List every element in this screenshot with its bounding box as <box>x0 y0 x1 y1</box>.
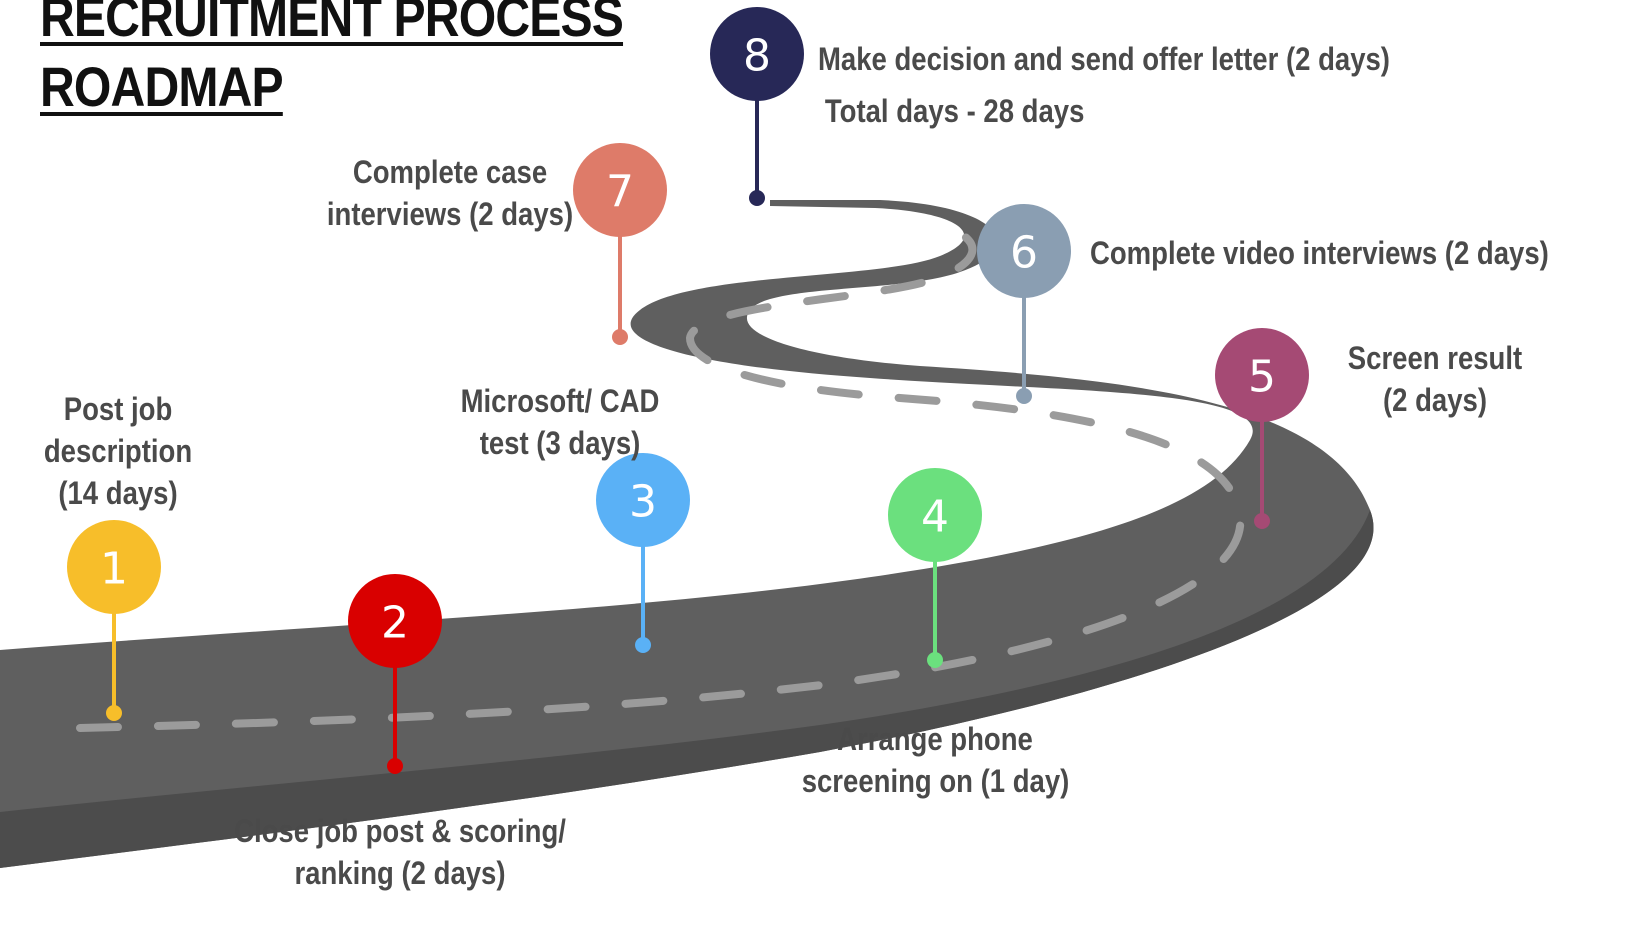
step-2-circle <box>348 574 442 668</box>
step-3-label: Microsoft/ CAD test (3 days) <box>440 380 681 464</box>
step-7-circle <box>573 143 667 237</box>
step-8-label: Make decision and send offer letter (2 d… <box>818 33 1390 137</box>
step-8-total-days: Total days - 28 days <box>824 93 1085 129</box>
step-6-number: 6 <box>1010 228 1038 279</box>
step-1-pin-dot <box>106 705 122 721</box>
step-1-label: Post job description (14 days) <box>23 388 212 514</box>
step-1-number: 1 <box>100 544 128 595</box>
step-6-pin-dot <box>1016 388 1032 404</box>
step-5-circle <box>1215 328 1309 422</box>
step-5-pin-dot <box>1254 513 1270 529</box>
step-3-pin-dot <box>635 637 651 653</box>
step-1-label-line-2: description <box>43 433 193 469</box>
step-3-pin: 3 <box>596 453 690 653</box>
step-2-label: Close job post & scoring/ ranking (2 day… <box>211 810 589 894</box>
step-1-label-line-3: (14 days) <box>58 475 178 511</box>
step-5-label-line-1: Screen result <box>1347 340 1523 376</box>
step-6-label-line-1: Complete video interviews (2 days) <box>1090 235 1549 271</box>
step-3-circle <box>596 453 690 547</box>
step-8-pin: 8 <box>710 7 804 206</box>
step-7-label: Complete case interviews (2 days) <box>321 151 579 235</box>
road <box>0 200 1374 868</box>
road-center-dashes <box>76 221 1245 732</box>
step-7-pin: 7 <box>573 143 667 345</box>
step-8-number: 8 <box>743 31 771 82</box>
step-8-label-line-1: Make decision and send offer letter (2 d… <box>818 41 1390 77</box>
step-4-label-line-1: Arrange phone <box>837 721 1033 757</box>
step-4-circle <box>888 468 982 562</box>
step-2-pin-dot <box>387 758 403 774</box>
step-1-pin: 1 <box>67 520 161 721</box>
page-title: RECRUITMENT PROCESS ROADMAP <box>40 0 624 122</box>
step-2-label-line-2: ranking (2 days) <box>294 855 506 891</box>
step-2-label-line-1: Close job post & scoring/ <box>234 813 566 849</box>
step-3-number: 3 <box>629 477 657 528</box>
title-line-1: RECRUITMENT PROCESS <box>40 0 624 48</box>
step-7-pin-dot <box>612 329 628 345</box>
step-7-number: 7 <box>606 167 634 218</box>
step-4-pin-dot <box>927 652 943 668</box>
step-2-pin: 2 <box>348 574 442 774</box>
step-4-label: Arrange phone screening on (1 day) <box>801 718 1070 802</box>
step-6-label: Complete video interviews (2 days) <box>1090 232 1549 274</box>
step-4-label-line-2: screening on (1 day) <box>801 763 1070 799</box>
step-2-number: 2 <box>381 598 409 649</box>
step-7-label-line-1: Complete case <box>352 154 548 190</box>
road-shadow-edge <box>0 510 1374 868</box>
step-4-number: 4 <box>921 492 949 543</box>
step-5-pin: 5 <box>1215 328 1309 529</box>
step-1-circle <box>67 520 161 614</box>
step-6-pin: 6 <box>977 204 1071 404</box>
step-5-label-line-2: (2 days) <box>1382 382 1488 418</box>
step-1-label-line-1: Post job <box>63 391 173 427</box>
step-8-pin-dot <box>749 190 765 206</box>
step-7-label-line-2: interviews (2 days) <box>326 196 574 232</box>
step-pins: 1 2 3 4 5 6 7 8 <box>67 7 1309 774</box>
step-8-circle <box>710 7 804 101</box>
title-line-2: ROADMAP <box>40 55 284 118</box>
step-3-label-line-2: test (3 days) <box>479 425 641 461</box>
step-5-label: Screen result (2 days) <box>1332 337 1538 421</box>
step-6-circle <box>977 204 1071 298</box>
step-5-number: 5 <box>1248 352 1276 403</box>
step-3-label-line-1: Microsoft/ CAD <box>460 383 660 419</box>
step-4-pin: 4 <box>888 468 982 668</box>
